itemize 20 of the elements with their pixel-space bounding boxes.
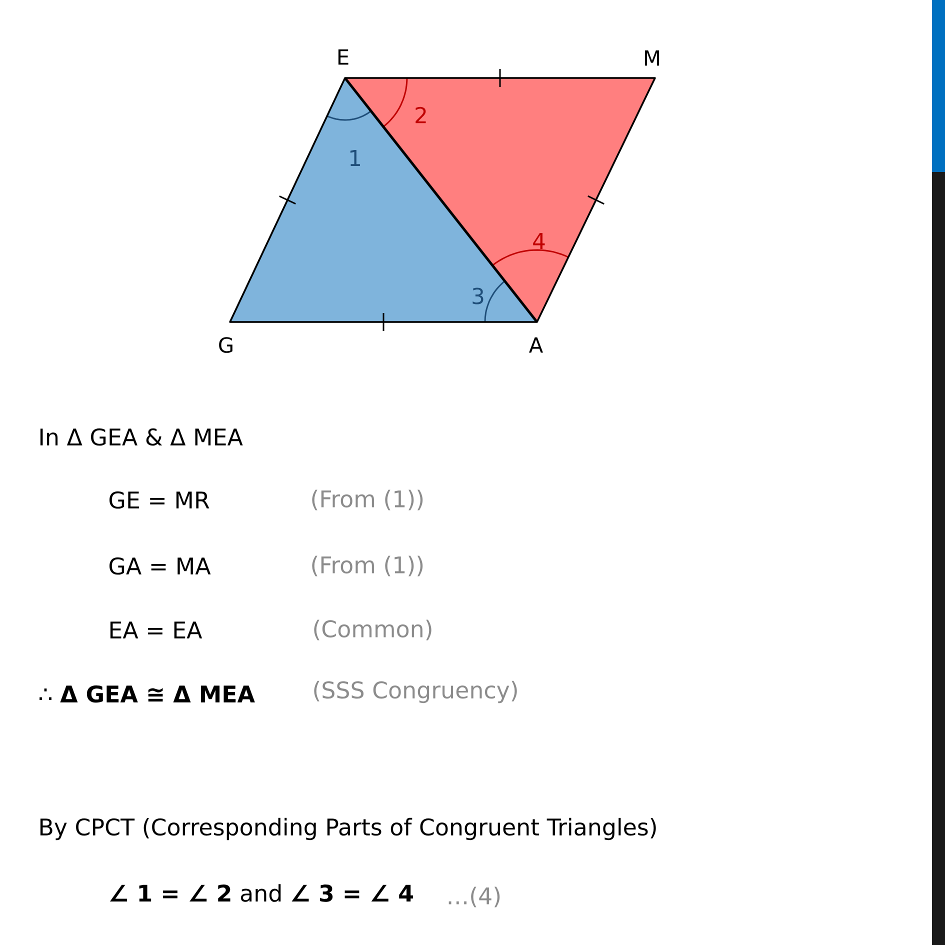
proof-line: By CPCT (Corresponding Parts of Congruent Triangles)	[40, 818, 656, 840]
proof-line: ∴ Δ GEA ≅ Δ MEA	[40, 685, 255, 703]
angle-number: 3	[472, 288, 484, 304]
reason-text: (From (1))	[312, 556, 423, 576]
proof-line: EA = EA	[110, 622, 202, 638]
proof-line: In Δ GEA & Δ MEA	[40, 428, 243, 446]
proof-line: GE = MR	[109, 491, 210, 509]
vertex-label: M	[645, 50, 659, 66]
proof-line: ∠ 1 = ∠ 2 and ∠ 3 = ∠ 4	[110, 884, 413, 902]
vertex-label: G	[219, 337, 232, 353]
vertex-label: A	[529, 337, 543, 353]
angle-number: 4	[533, 233, 545, 249]
reason-text: (From (1))	[312, 490, 423, 510]
reason-text: (SSS Congruency)	[314, 680, 517, 704]
reason-text: …(4)	[448, 886, 500, 908]
vertex-label: E	[338, 49, 348, 65]
reason-text: (Common)	[314, 620, 432, 640]
angle-number: 2	[416, 106, 426, 124]
angle-number: 1	[350, 150, 360, 166]
proof-line: GA = MA	[109, 557, 211, 575]
